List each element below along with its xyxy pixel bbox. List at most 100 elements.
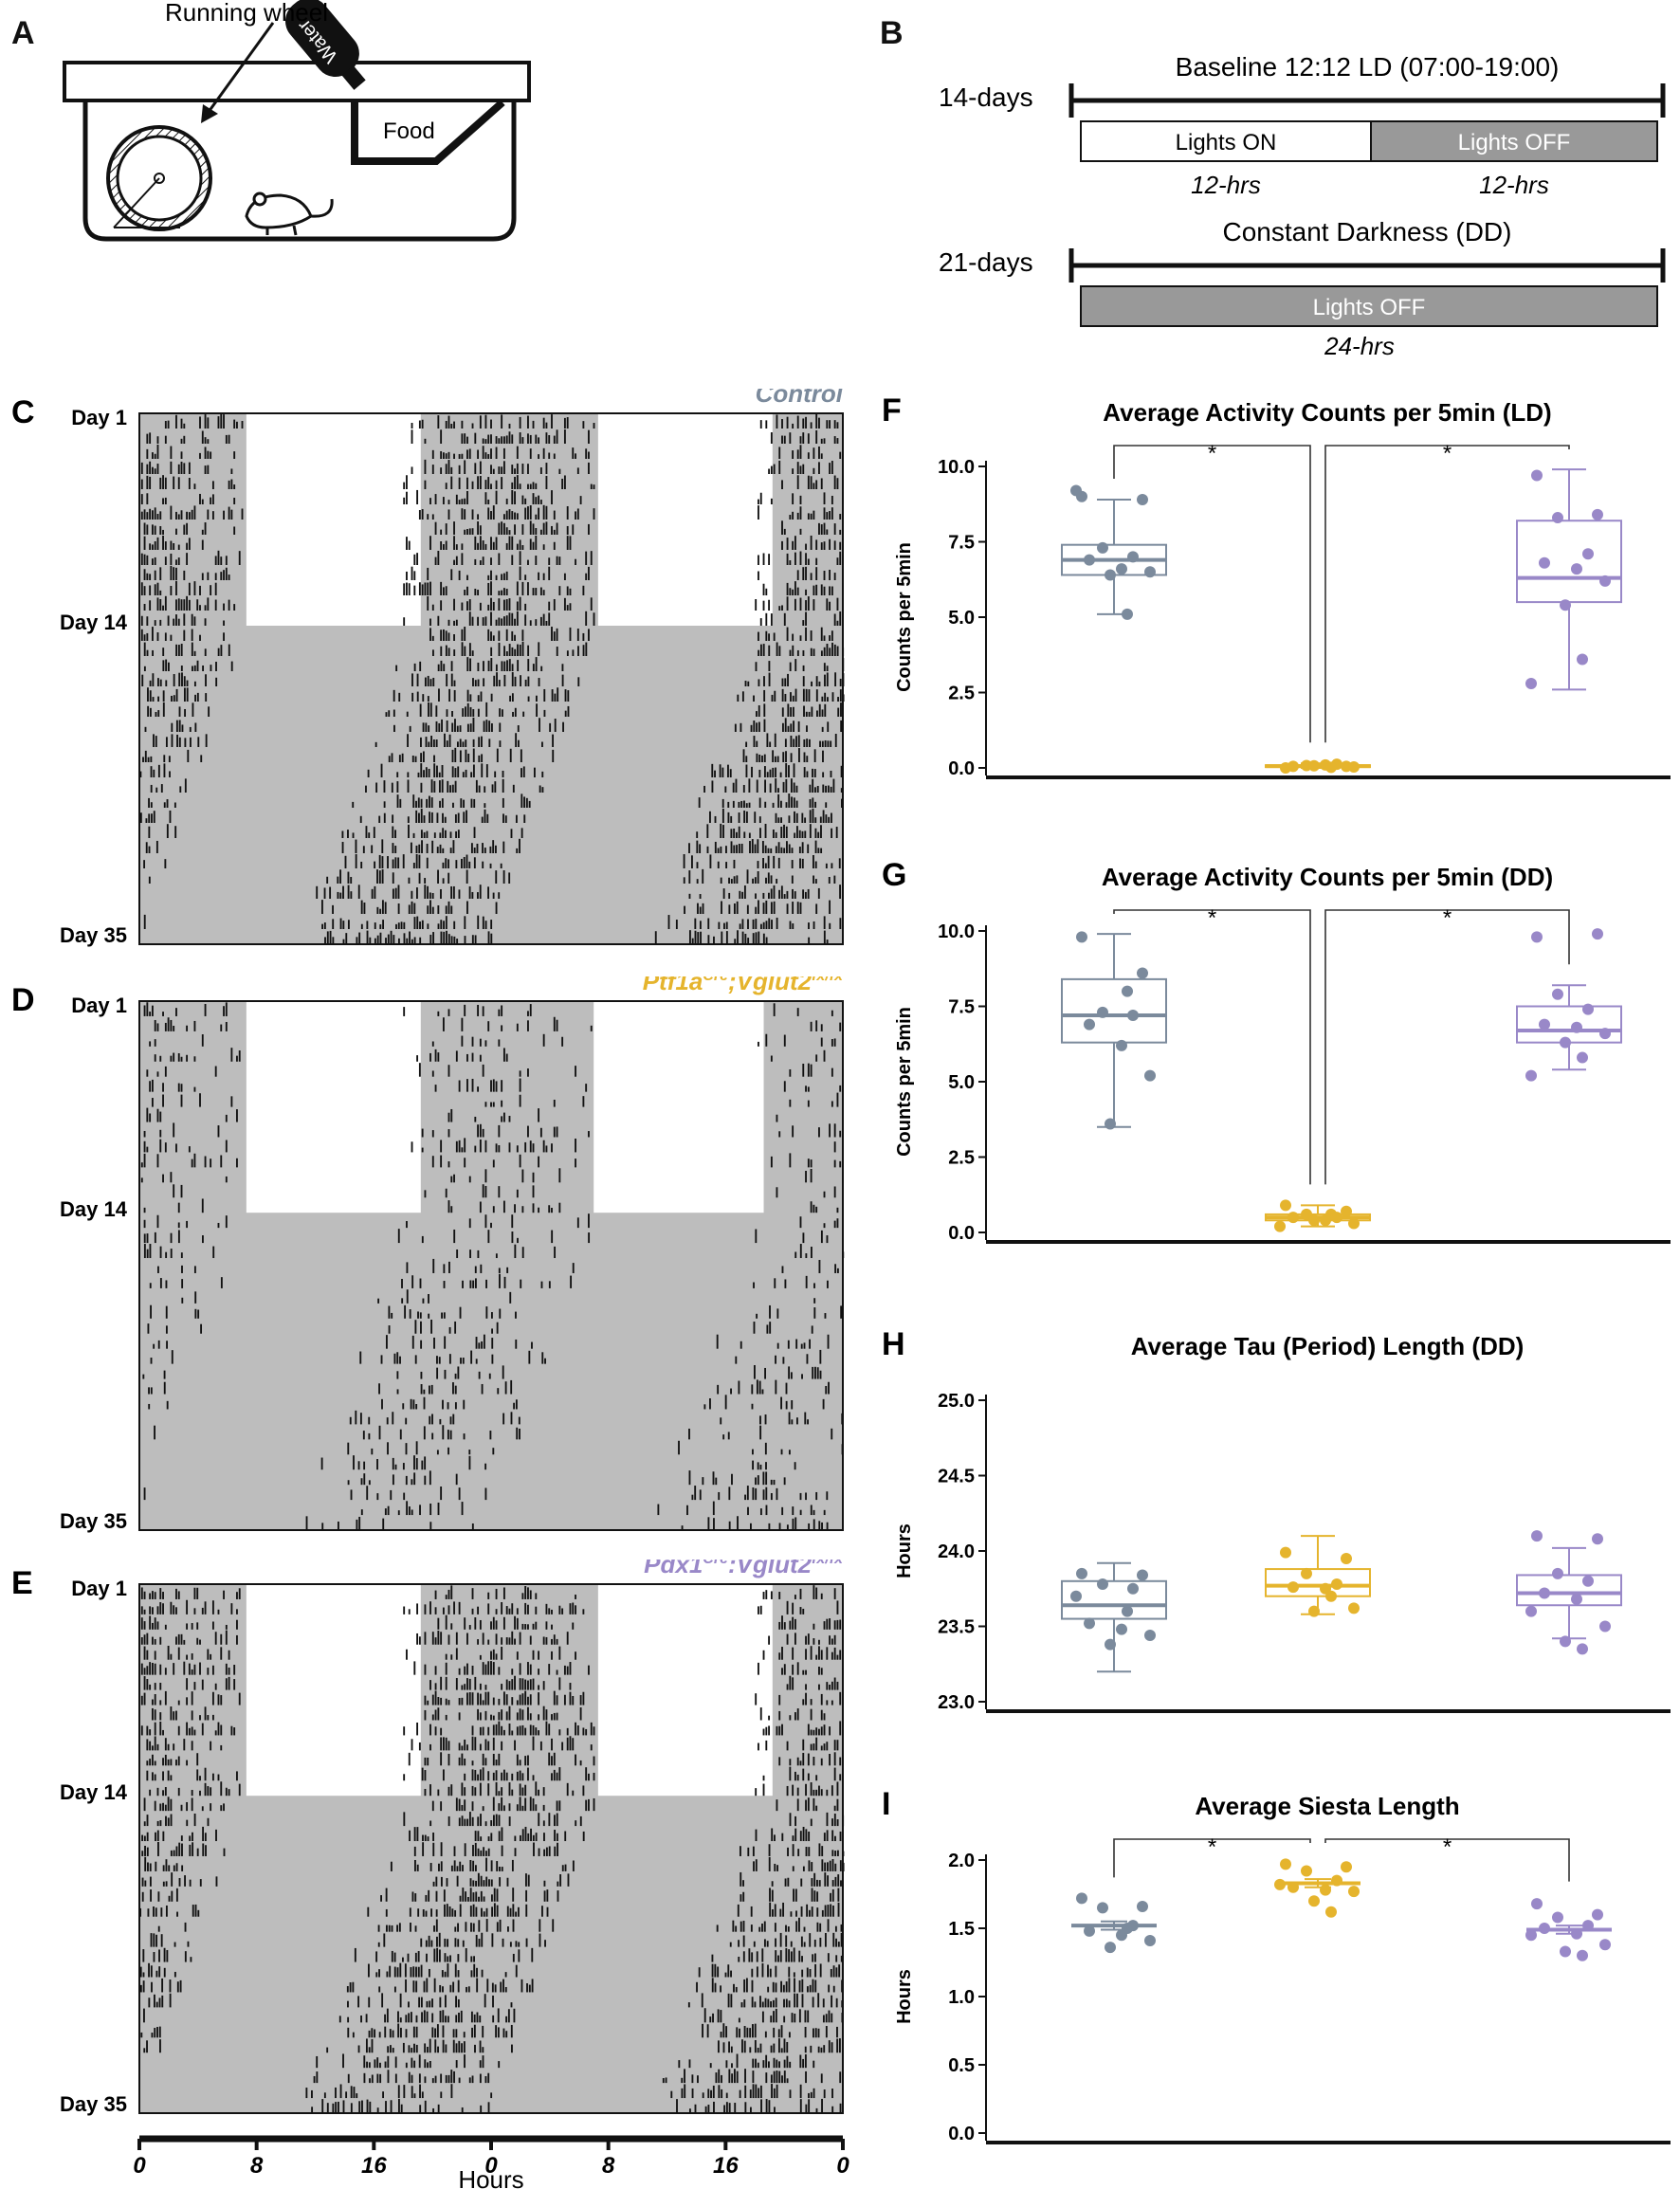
activity-bar [153, 1933, 155, 1947]
activity-bar [177, 1700, 180, 1706]
activity-bar [764, 1997, 767, 2008]
activity-bar [820, 438, 823, 444]
activity-bar [508, 1782, 511, 1797]
activity-bar [681, 2077, 684, 2084]
activity-bar [748, 802, 751, 808]
activity-bar [836, 620, 839, 626]
activity-bar [799, 597, 802, 611]
data-point [1571, 1927, 1582, 1940]
activity-bar [739, 923, 741, 929]
activity-bar [722, 1434, 725, 1440]
wheel-label: Running wheel [165, 0, 328, 27]
activity-bar [436, 1356, 438, 1364]
activity-bar [437, 1502, 440, 1516]
activity-bar [836, 422, 839, 429]
activity-bar [798, 2009, 801, 2023]
data-point [1084, 1617, 1095, 1630]
activity-bar [155, 2001, 158, 2008]
activity-bar [494, 781, 497, 793]
activity-bar [819, 1349, 822, 1364]
activity-bar [382, 2091, 384, 2099]
data-point [1582, 1575, 1594, 1587]
activity-bar [499, 1308, 502, 1319]
activity-bar [514, 1615, 516, 1630]
activity-bar [472, 709, 475, 717]
activity-bar [455, 2060, 458, 2069]
box [1061, 1579, 1167, 1620]
activity-bar [795, 826, 798, 838]
activity-bar [740, 1894, 742, 1902]
activity-bar [545, 1709, 548, 1721]
activity-bar [164, 1787, 167, 1797]
activity-bar [810, 648, 813, 656]
activity-bar [842, 673, 845, 686]
activity-bar [484, 1685, 487, 1690]
activity-bar [813, 921, 815, 929]
activity-bar [803, 1342, 806, 1349]
activity-bar [215, 662, 217, 671]
activity-bar [477, 1124, 480, 1138]
activity-bar [518, 1949, 520, 1962]
activity-bar [553, 435, 556, 444]
activity-bar [566, 1666, 569, 1675]
activity-bar [835, 1955, 838, 1962]
activity-bar [411, 901, 413, 914]
data-point [1308, 759, 1320, 772]
activity-bar [745, 811, 748, 823]
activity-bar [484, 2075, 487, 2084]
activity-bar [455, 2015, 458, 2023]
activity-bar [839, 1691, 842, 1706]
activity-bars [139, 1585, 845, 2113]
activity-bar [220, 1781, 223, 1797]
activity-bar [186, 1054, 189, 1062]
activity-bar [445, 1714, 447, 1721]
activity-bar [350, 1489, 353, 1501]
activity-bar [812, 1954, 814, 1962]
activity-bar [173, 1850, 175, 1856]
activity-bar [718, 2069, 721, 2084]
activity-bar [142, 1980, 145, 1993]
activity-bar [450, 885, 453, 899]
activity-bar [824, 1872, 827, 1887]
actogram-frame [138, 1583, 844, 2114]
activity-bar [484, 1140, 487, 1153]
activity-bar [807, 513, 810, 520]
activity-bar [458, 465, 461, 474]
activity-bar [836, 1781, 839, 1797]
activity-bar [781, 480, 783, 489]
activity-bar [836, 557, 839, 565]
activity-bar [787, 703, 790, 717]
activity-bar [363, 903, 366, 914]
activity-bar [720, 2010, 722, 2023]
activity-bar [167, 1797, 170, 1812]
activity-bar [490, 1621, 492, 1630]
activity-bar [567, 1873, 570, 1887]
activity-bar [199, 493, 201, 504]
activity-bar [146, 1249, 149, 1259]
activity-bar [728, 904, 731, 914]
activity-bar [757, 839, 759, 853]
activity-bar [463, 812, 466, 823]
activity-bar [840, 1305, 843, 1319]
activity-bar [775, 812, 777, 823]
activity-bar [510, 829, 513, 838]
activity-bar [225, 1663, 228, 1675]
activity-bar [437, 1011, 440, 1016]
activity-bar [490, 1879, 493, 1887]
activity-bar [709, 2016, 712, 2023]
activity-bar [502, 1048, 505, 1062]
activity-bar [678, 2060, 681, 2069]
activity-bar [765, 588, 768, 595]
activity-bar [143, 666, 146, 671]
activity-bar [459, 750, 462, 762]
activity-bar [503, 1276, 506, 1288]
activity-bar [159, 1055, 162, 1062]
activity-bar [175, 567, 177, 580]
activity-bar [417, 1908, 420, 1917]
activity-bar [444, 1971, 447, 1978]
activity-bar [716, 1334, 719, 1349]
activity-bar [450, 476, 453, 489]
activity-bar [551, 1773, 553, 1781]
activity-bar [502, 616, 505, 626]
activity-bar [811, 681, 813, 686]
